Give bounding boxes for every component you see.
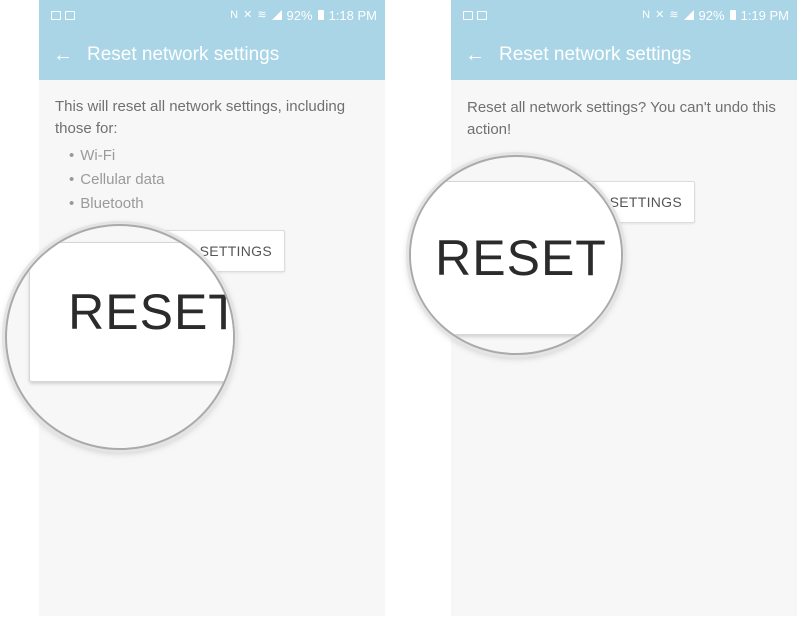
phone-screen-left: N ✕ ≋ 92% 1:18 PM ← Reset network settin… [39,0,385,616]
back-arrow-icon[interactable]: ← [53,44,73,66]
magnified-reset-label: RESET [68,284,235,340]
list-item: Wi-Fi [69,144,369,168]
notification-icons [463,10,487,20]
list-item: Cellular data [69,168,369,192]
magnified-reset-label: RESET [435,230,607,286]
system-icons: N ✕ ≋ 92% 1:18 PM [230,8,377,23]
app-bar: ← Reset network settings [451,30,797,80]
mute-icon: ✕ [655,8,665,21]
content: Reset all network settings? You can't un… [451,80,797,141]
back-arrow-icon[interactable]: ← [465,44,485,66]
gallery-icon [463,10,473,20]
nfc-icon: N [642,8,651,21]
wifi-icon: ≋ [257,8,267,21]
battery-icon [729,10,736,20]
reset-description: This will reset all network settings, in… [55,98,346,137]
signal-icon [683,10,694,20]
system-icons: N ✕ ≋ 92% 1:19 PM [642,8,789,23]
clock: 1:18 PM [328,7,377,23]
magnified-reset-button[interactable]: RESET [29,242,235,382]
email-icon [65,10,75,20]
gallery-icon [51,10,61,20]
confirm-description: Reset all network settings? You can't un… [467,99,776,138]
app-bar: ← Reset network settings [39,30,385,80]
signal-icon [271,10,282,20]
affected-settings-list: Wi-Fi Cellular data Bluetooth [55,144,369,216]
battery-percent: 92% [698,7,725,23]
email-icon [477,10,487,20]
battery-icon [317,10,324,20]
status-bar: N ✕ ≋ 92% 1:18 PM [39,0,385,30]
wifi-icon: ≋ [669,8,679,21]
page-title: Reset network settings [499,44,692,65]
nfc-icon: N [230,8,239,21]
magnified-reset-button[interactable]: RESET [411,181,621,335]
magnifier-callout-right: RESET [409,155,623,355]
list-item: Bluetooth [69,192,369,216]
content: This will reset all network settings, in… [39,80,385,216]
notification-icons [51,10,75,20]
mute-icon: ✕ [243,8,253,21]
clock: 1:19 PM [740,7,789,23]
status-bar: N ✕ ≋ 92% 1:19 PM [451,0,797,30]
battery-percent: 92% [286,7,313,23]
page-title: Reset network settings [87,44,280,65]
magnifier-callout-left: RESET [5,224,235,450]
